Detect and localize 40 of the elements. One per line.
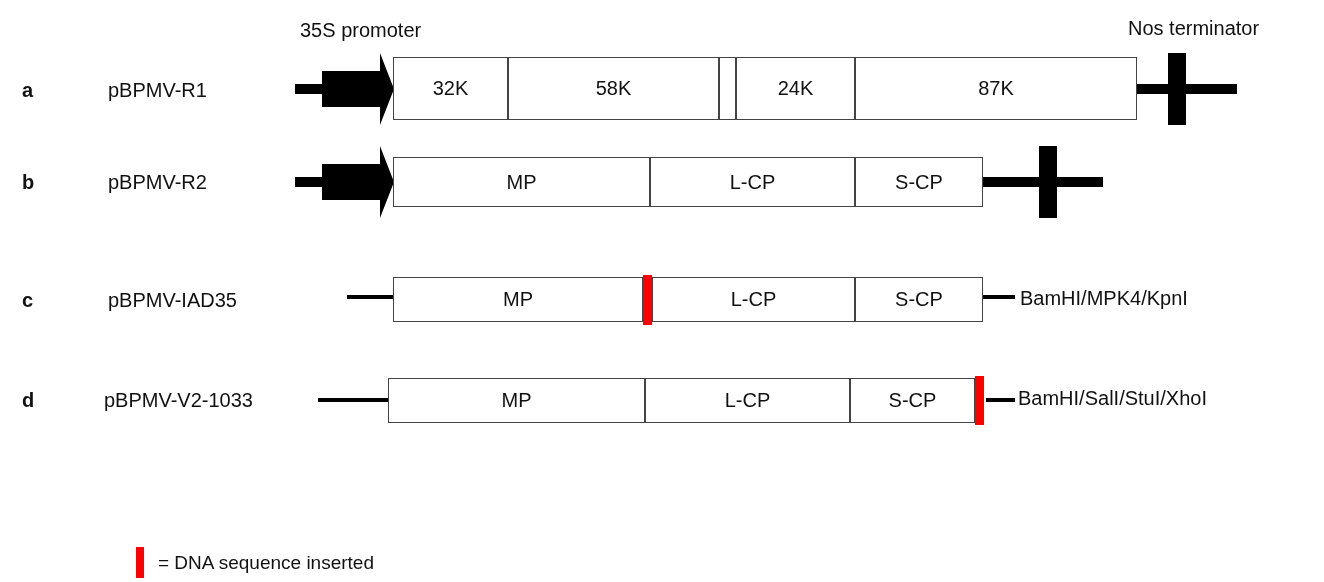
gene-segment-box xyxy=(855,57,1137,120)
segment-label: S-CP xyxy=(895,170,943,194)
gene-segment-box xyxy=(508,57,719,120)
gene-segment-box xyxy=(850,378,975,423)
segment-label: L-CP xyxy=(724,389,771,412)
segment-label: 24K xyxy=(777,77,814,100)
segment-label: 87K xyxy=(978,77,1014,100)
legend-text: = DNA sequence inserted xyxy=(158,553,374,572)
segment-label: L-CP xyxy=(729,170,776,194)
row-letter: b xyxy=(22,172,35,192)
construct-name: pBPMV-IAD35 xyxy=(108,290,237,310)
row-letter: a xyxy=(22,80,34,100)
segment-label: S-CP xyxy=(888,389,937,412)
construct-name: pBPMV-V2-1033 xyxy=(104,390,253,410)
restriction-sites-label: BamHI/MPK4/KpnI xyxy=(1020,288,1188,308)
segment-label: MP xyxy=(503,288,533,311)
gene-segment-box xyxy=(855,277,983,322)
segment-label: MP xyxy=(506,170,537,194)
gene-segment-box xyxy=(736,57,855,120)
segment-label: S-CP xyxy=(895,288,943,311)
gene-segment-box xyxy=(650,157,855,207)
row-letter: c xyxy=(22,290,34,310)
construct-name: pBPMV-R1 xyxy=(108,80,207,100)
segment-label: L-CP xyxy=(730,288,777,311)
segment-label: 58K xyxy=(595,77,632,100)
gene-segment-box xyxy=(393,157,650,207)
gene-segment-box xyxy=(645,378,850,423)
row-letter: d xyxy=(22,390,35,410)
gene-segment-box xyxy=(855,157,983,207)
construct-name: pBPMV-R2 xyxy=(108,172,207,192)
gene-segment-box xyxy=(393,57,508,120)
feature-label: 35S promoter xyxy=(300,20,422,40)
gene-segment-box xyxy=(393,277,643,322)
gene-segment-box xyxy=(388,378,645,423)
spacer-segment-box xyxy=(719,57,736,120)
feature-label: Nos terminator xyxy=(1128,18,1260,38)
gene-segment-box xyxy=(652,277,855,322)
segment-label: MP xyxy=(501,389,532,412)
restriction-sites-label: BamHI/SalI/StuI/XhoI xyxy=(1018,388,1207,408)
segment-label: 32K xyxy=(432,77,469,100)
